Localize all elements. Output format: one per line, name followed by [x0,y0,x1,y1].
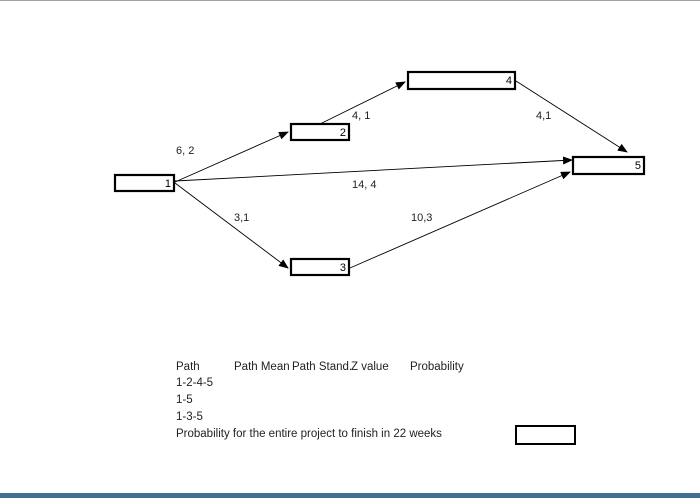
header-probability: Probability [410,361,464,373]
path-row-1-2-4-5: 1-2-4-5 [176,377,214,389]
edge-label-1-3: 3,1 [234,212,249,224]
bottom-bar [0,493,700,498]
path-row-1-3-5: 1-3-5 [176,411,203,423]
edge-2-4 [319,81,406,125]
edge-label-2-4: 4, 1 [352,110,370,122]
edge-label-1-5: 14, 4 [352,179,376,191]
top-border [0,0,700,1]
edge-label-1-2: 6, 2 [176,145,194,157]
node-1-label: 1 [165,178,171,190]
edge-label-3-5: 10,3 [411,212,432,224]
node-5: 5 [571,155,646,176]
node-1: 1 [113,173,176,193]
edge-3-5 [349,171,571,269]
answer-input-box[interactable] [515,425,576,445]
node-3: 3 [289,257,351,277]
header-z-value: Z value [351,361,389,373]
edge-1-3 [174,182,289,269]
node-4-label: 4 [506,75,512,87]
footer-question: Probability for the entire project to fi… [176,428,442,440]
path-row-1-5: 1-5 [176,394,193,406]
header-path-mean: Path Mean [234,361,290,373]
node-2: 2 [289,122,351,142]
node-3-label: 3 [340,262,346,274]
header-path: Path [176,361,200,373]
node-5-label: 5 [635,160,641,172]
header-path-stand: Path Stand. [292,361,353,373]
node-2-label: 2 [340,127,346,139]
node-4: 4 [406,70,517,91]
edge-1-5 [174,156,573,182]
edge-4-5 [515,80,628,153]
edge-1-2 [174,131,289,183]
edge-label-4-5: 4,1 [536,110,551,122]
